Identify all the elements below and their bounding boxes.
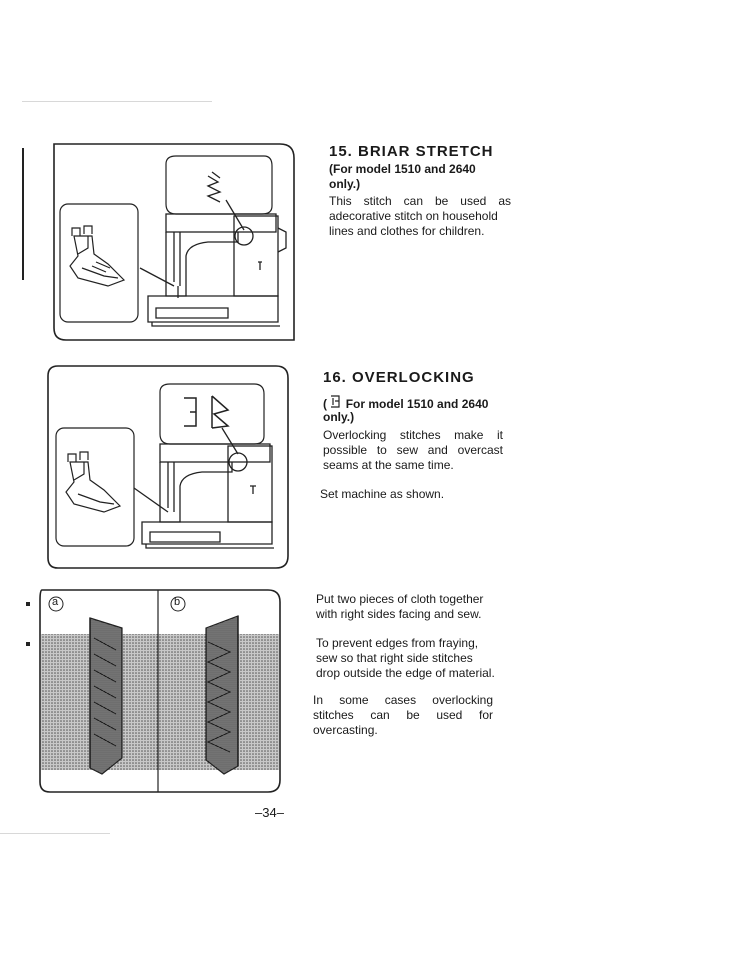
section-16-instruction: Set machine as shown. — [320, 487, 445, 501]
cloth-paragraph-3-line-3: overcasting. — [313, 723, 378, 737]
section-15-body-line-2: adecorative stitch on household — [329, 209, 498, 223]
scan-line-bottom — [0, 833, 110, 834]
cloth-paragraph-2-line-1: To prevent edges from fraying, — [316, 636, 479, 650]
cloth-edges-figure — [30, 582, 288, 800]
cloth-paragraph-3-line-1: In some cases overlocking — [313, 693, 493, 707]
binding-mark — [22, 148, 24, 280]
section-16-model-note: ( For model 1510 and 2640 — [323, 395, 488, 412]
panel-label-b: b — [174, 596, 181, 608]
overlock-stitch-icon — [330, 395, 342, 412]
section-15-body-line-3: lines and clothes for children. — [329, 224, 485, 238]
section-16-body-line-2: possible to sew and overcast — [323, 443, 503, 457]
section-16-paren: ( — [323, 397, 327, 411]
section-16-model-text: For model 1510 and 2640 — [345, 397, 489, 411]
section-16-body-line-3: seams at the same time. — [323, 458, 454, 472]
panel-label-a: a — [52, 596, 59, 608]
overlocking-machine-figure — [44, 362, 292, 572]
cloth-paragraph-1-line-2: with right sides facing and sew. — [316, 607, 482, 621]
section-15-model-note: (For model 1510 and 2640 — [329, 162, 476, 176]
section-15-model-note-2: only.) — [329, 177, 361, 191]
section-15-body-line-1: This stitch can be used as — [329, 194, 511, 208]
section-16-body-line-1: Overlocking stitches make it — [323, 428, 503, 442]
section-15-heading: 15. BRIAR STRETCH — [329, 143, 494, 160]
section-16-model-note-2: only.) — [323, 410, 355, 424]
cloth-paragraph-3-line-2: stitches can be used for — [313, 708, 493, 722]
section-16-heading: 16. OVERLOCKING — [323, 369, 475, 386]
page-number: –34– — [255, 805, 284, 820]
cloth-paragraph-1-line-1: Put two pieces of cloth together — [316, 592, 484, 606]
scan-line-top — [22, 101, 212, 102]
margin-tick — [26, 602, 30, 606]
briar-stretch-machine-figure — [48, 136, 298, 348]
cloth-paragraph-2-line-2: sew so that right side stitches — [316, 651, 473, 665]
margin-tick-2 — [26, 642, 30, 646]
cloth-paragraph-2-line-3: drop outside the edge of material. — [316, 666, 495, 680]
